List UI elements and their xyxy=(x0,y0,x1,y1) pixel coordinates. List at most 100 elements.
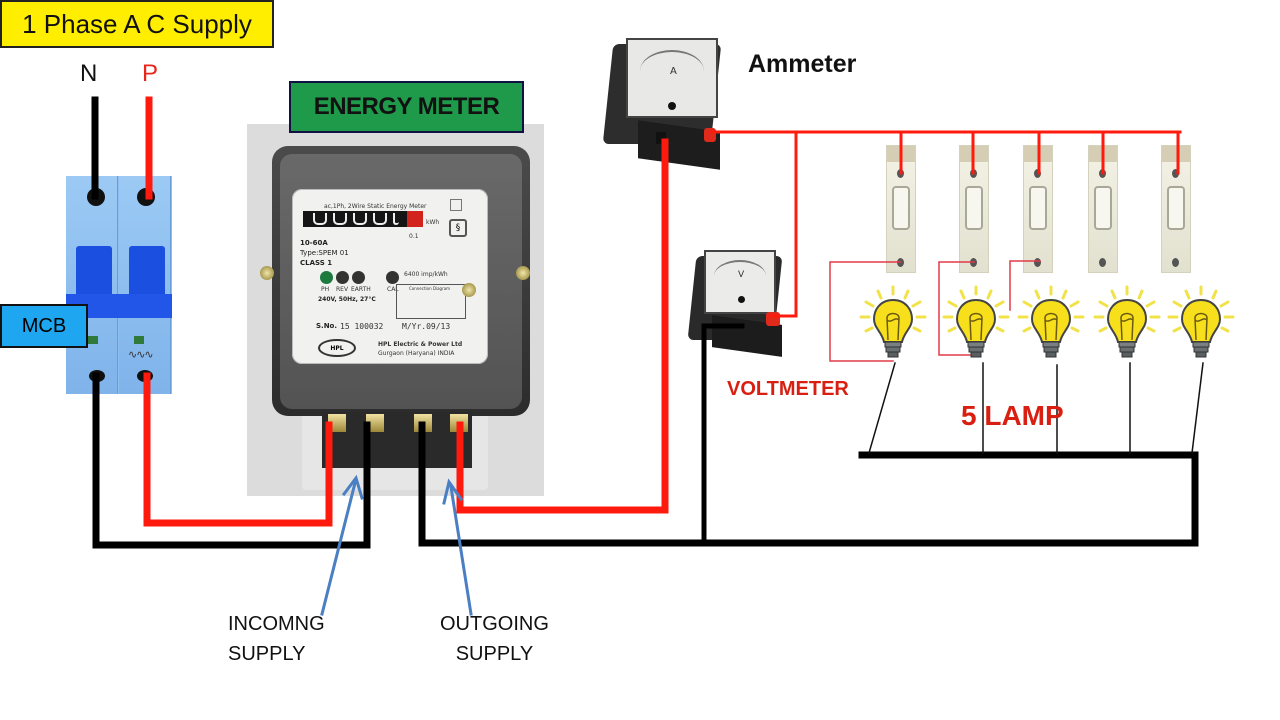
lamp-2 xyxy=(941,284,1011,366)
switch-rocker[interactable] xyxy=(1167,186,1185,230)
mcb-breaker: ∿∿∿ xyxy=(66,176,172,394)
light-bulb-icon xyxy=(1167,285,1235,358)
connection-diagram-title: Connection Diagram xyxy=(409,286,451,291)
outgoing-supply-label: OUTGOING SUPPLY xyxy=(440,609,549,669)
mcb-label: MCB xyxy=(0,304,88,348)
voltmeter-terminal-positive xyxy=(766,312,780,326)
mcb-symbol-icon: ∿∿∿ xyxy=(128,348,154,361)
light-switch-4[interactable] xyxy=(1088,145,1118,273)
indicator-ph: PH xyxy=(321,286,330,293)
terminal-screw-icon xyxy=(1034,169,1041,178)
incoming-line-2: SUPPLY xyxy=(228,643,306,665)
light-switch-1[interactable] xyxy=(886,145,916,273)
pulse-rate: 6400 imp/kWh xyxy=(404,271,448,278)
meter-terminal-block xyxy=(322,412,472,468)
light-switch-5[interactable] xyxy=(1161,145,1191,273)
mounting-screw-icon xyxy=(516,266,530,280)
meter-spec: 240V, 50Hz, 27°C xyxy=(318,296,376,303)
manufacturer-location: Gurgaon (Haryana) INDIA xyxy=(378,350,455,357)
lamp-3 xyxy=(1016,284,1086,366)
cal-led-icon xyxy=(386,271,399,284)
mounting-screw-icon xyxy=(260,266,274,280)
switch-rocker[interactable] xyxy=(965,186,983,230)
voltmeter-symbol: V xyxy=(738,270,745,280)
light-bulb-icon xyxy=(1093,285,1161,358)
current-rating: 10-60A xyxy=(300,239,328,247)
terminal-screw-icon xyxy=(1172,258,1179,267)
switch-rocker[interactable] xyxy=(892,186,910,230)
outgoing-line-2: SUPPLY xyxy=(455,643,534,665)
lamp-1 xyxy=(858,284,928,366)
multiplier-label: 0.1 xyxy=(409,233,419,240)
voltmeter-dial: V xyxy=(704,250,776,314)
indicator-earth: EARTH xyxy=(351,286,371,293)
terminal-screw-icon xyxy=(1034,258,1041,267)
terminal-screw-icon xyxy=(897,169,904,178)
terminal-phase-in xyxy=(328,414,346,432)
meter-class: CLASS 1 xyxy=(300,259,333,267)
light-bulb-icon xyxy=(942,285,1010,358)
mcb-indicator-icon xyxy=(134,336,144,344)
light-switch-2[interactable] xyxy=(959,145,989,273)
incoming-line-1: INCOMNG xyxy=(228,613,325,635)
ammeter: A xyxy=(602,38,722,170)
energy-meter-label: ENERGY METER xyxy=(289,81,524,133)
meter-type: Type:SPEM 01 xyxy=(300,249,349,257)
lamp-count-label: 5 LAMP xyxy=(961,400,1064,431)
ammeter-label: Ammeter xyxy=(748,50,857,78)
mcb-screw-icon xyxy=(137,370,153,382)
lamp-neutral-wire xyxy=(1191,362,1204,454)
incoming-supply-label: INCOMNG SUPPLY xyxy=(228,609,325,669)
ph-led-icon xyxy=(320,271,333,284)
terminal-neutral-out xyxy=(414,414,432,432)
isi-mark-icon: § xyxy=(449,219,467,237)
mounting-screw-icon xyxy=(462,283,476,297)
outgoing-line-1: OUTGOING xyxy=(440,613,549,635)
switch-rocker[interactable] xyxy=(1094,186,1112,230)
hpl-logo: HPL xyxy=(318,339,356,357)
ammeter-terminal-negative xyxy=(656,132,666,144)
serial-number: 15 100032 xyxy=(340,322,384,331)
voltmeter-label: VOLTMETER xyxy=(727,378,849,400)
energy-meter-faceplate: ac,1Ph, 2Wire Static Energy Meter kWh 0.… xyxy=(292,189,488,364)
earth-led-icon xyxy=(352,271,365,284)
light-bulb-icon xyxy=(859,285,927,358)
supply-title: 1 Phase A C Supply xyxy=(0,0,274,48)
terminal-screw-icon xyxy=(1099,169,1106,178)
voltmeter: V xyxy=(687,250,784,357)
seal-icon xyxy=(450,199,462,211)
unit-label: kWh xyxy=(426,219,440,226)
incoming-arrow-icon xyxy=(320,481,357,616)
terminal-screw-icon xyxy=(970,258,977,267)
decimal-digit xyxy=(407,211,423,227)
light-bulb-icon xyxy=(1017,285,1085,358)
phase-label: P xyxy=(142,60,159,87)
manufacture-date: M/Yr.09/13 xyxy=(402,322,451,331)
mcb-screw-icon xyxy=(87,188,105,206)
light-switch-3[interactable] xyxy=(1023,145,1053,273)
indicator-cal: CAL xyxy=(387,286,399,293)
outgoing-arrow-icon xyxy=(449,485,473,616)
mcb-screw-icon xyxy=(137,188,155,206)
neutral-label: N xyxy=(80,60,98,87)
ammeter-dial: A xyxy=(626,38,718,118)
lamp-neutral-wire xyxy=(868,362,896,454)
connection-diagram: Connection Diagram xyxy=(396,284,466,319)
lamp-5 xyxy=(1166,284,1236,366)
manufacturer: HPL Electric & Power Ltd xyxy=(378,341,463,348)
terminal-phase-out xyxy=(450,414,468,432)
terminal-screw-icon xyxy=(897,258,904,267)
ammeter-terminal-positive xyxy=(704,128,716,142)
mcb-screw-icon xyxy=(89,370,105,382)
indicator-rev: REV xyxy=(336,286,349,293)
ammeter-symbol: A xyxy=(670,66,677,77)
switch-rocker[interactable] xyxy=(1029,186,1047,230)
rev-led-icon xyxy=(336,271,349,284)
terminal-screw-icon xyxy=(970,169,977,178)
kwh-counter xyxy=(303,211,423,227)
voltmeter-neutral-wire xyxy=(701,323,745,546)
terminal-neutral-in xyxy=(366,414,384,432)
meter-heading: ac,1Ph, 2Wire Static Energy Meter xyxy=(324,203,427,210)
zero-adjust-icon xyxy=(738,296,745,303)
mcb-indicator-icon xyxy=(88,336,98,344)
